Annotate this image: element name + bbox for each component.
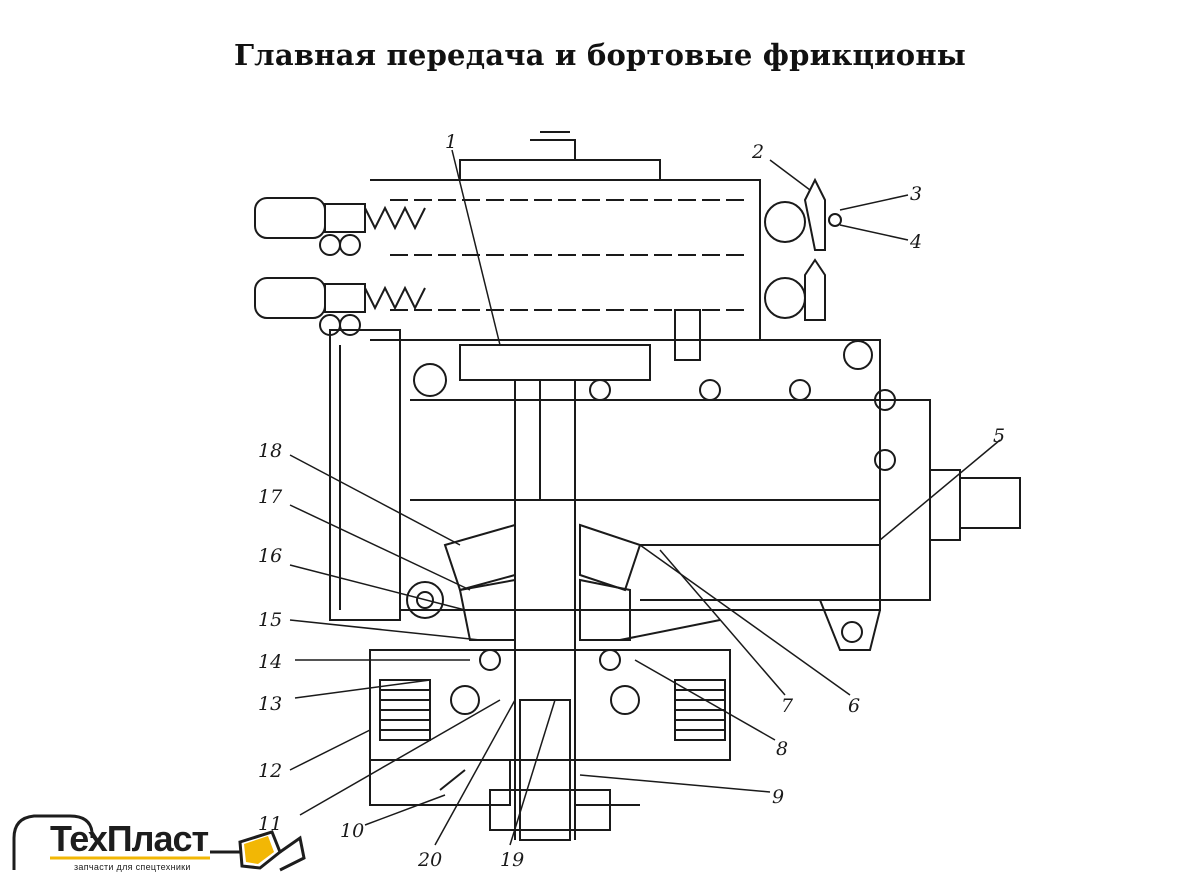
callout-11: 11: [258, 813, 282, 835]
callout-17: 17: [258, 486, 283, 508]
main-gearbox-body: [400, 309, 1021, 611]
callout-19: 19: [500, 849, 524, 871]
callout-13: 13: [258, 693, 282, 715]
callout-6: 6: [848, 695, 860, 717]
logo-name: ТехПласт: [50, 818, 209, 859]
callout-numbers: 1 2 3 4 5 6 7 8 9 10 11 12 13 14 15 16 1…: [258, 131, 1005, 871]
upper-housing: [329, 131, 761, 621]
callout-9: 9: [772, 786, 784, 808]
callout-12: 12: [258, 760, 282, 782]
callout-5: 5: [993, 425, 1005, 447]
callout-20: 20: [417, 849, 442, 871]
callout-15: 15: [258, 609, 282, 631]
callout-10: 10: [340, 820, 364, 842]
callout-4: 4: [909, 231, 922, 253]
callout-8: 8: [776, 738, 788, 760]
callout-1: 1: [445, 131, 457, 153]
leader-lines: [289, 149, 1001, 846]
techplast-logo: ТехПласт запчасти для спецтехники: [10, 808, 310, 878]
left-brake-cylinders: [254, 197, 426, 336]
callout-3: 3: [910, 183, 922, 205]
friction-clutch-housing: [369, 599, 881, 831]
callout-14: 14: [258, 651, 282, 673]
page-title: Главная передача и бортовые фрикционы: [233, 38, 967, 72]
callout-18: 18: [258, 440, 282, 462]
callout-7: 7: [781, 695, 794, 717]
excavator-bucket-icon: [12, 814, 306, 872]
bevel-gears: [406, 523, 881, 641]
callout-2: 2: [751, 141, 764, 163]
callout-16: 16: [258, 545, 282, 567]
logo-tagline: запчасти для спецтехники: [74, 862, 191, 872]
right-linkage: [764, 177, 842, 321]
